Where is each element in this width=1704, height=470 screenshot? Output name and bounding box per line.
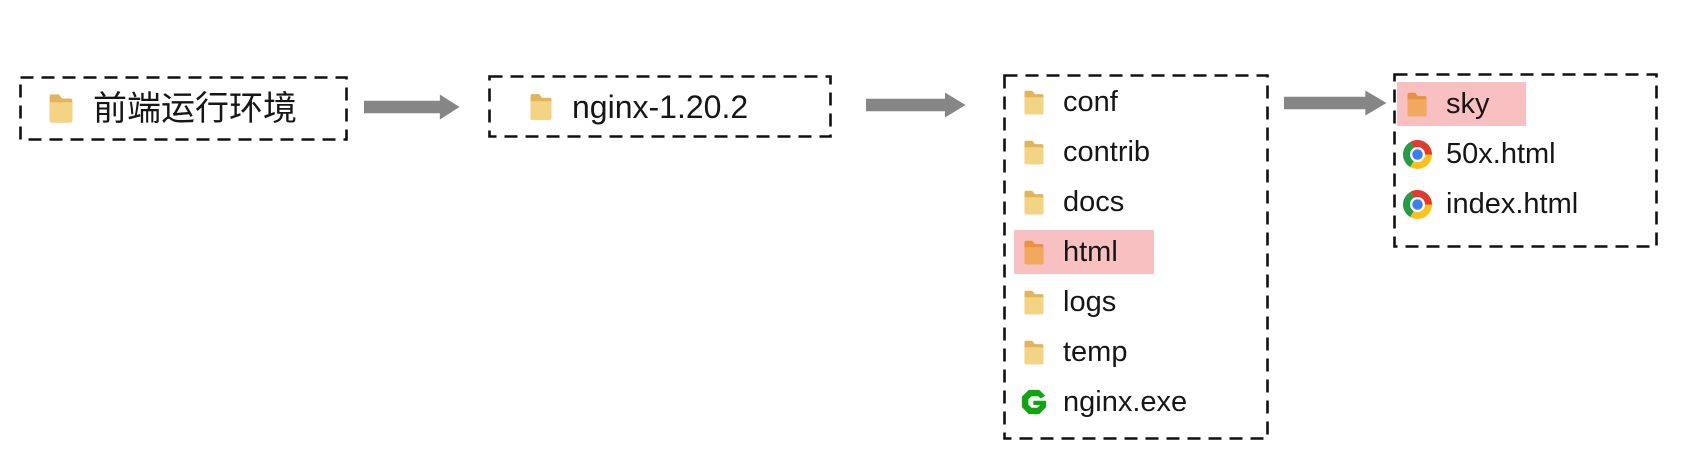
item-label: sky [1446, 87, 1490, 120]
folder-icon [1024, 140, 1044, 164]
item-label: 50x.html [1446, 137, 1556, 170]
item-icon-slot [1019, 387, 1049, 417]
html-contents-list: sky 50x.html index.html [1393, 73, 1658, 229]
arrow-right-icon [364, 94, 460, 120]
item-icon-slot [1019, 238, 1049, 267]
list-item: sky [1397, 79, 1658, 129]
item-highlight: temp [1014, 330, 1163, 374]
folder-icon-slot [526, 90, 556, 124]
arrow-right-icon [866, 92, 966, 118]
item-label: nginx.exe [1063, 385, 1188, 418]
folder-icon [1407, 92, 1427, 116]
node-frontend-env: 前端运行环境 [19, 76, 348, 141]
chrome-icon [1402, 139, 1432, 169]
item-highlight: 50x.html [1397, 132, 1592, 176]
item-highlight: conf [1014, 80, 1154, 124]
list-item: index.html [1402, 179, 1658, 229]
item-icon-slot [1402, 90, 1432, 119]
item-label: index.html [1446, 187, 1579, 220]
folder-icon [1024, 190, 1044, 214]
chrome-icon [1402, 189, 1432, 219]
item-icon-slot [1019, 88, 1049, 117]
item-label: logs [1063, 285, 1117, 318]
folder-icon [1024, 340, 1044, 364]
item-highlight: logs [1014, 280, 1152, 324]
item-icon-slot [1019, 188, 1049, 217]
folder-icon [1024, 90, 1044, 114]
item-icon-slot [1402, 139, 1432, 169]
nginx-icon [1021, 389, 1047, 415]
node-frontend-env-label: 前端运行环境 [93, 89, 297, 128]
list-item: 50x.html [1402, 129, 1658, 179]
item-highlight: nginx.exe [1014, 380, 1223, 424]
item-highlight: contrib [1014, 130, 1186, 174]
list-item: contrib [1019, 127, 1269, 177]
item-label: docs [1063, 185, 1125, 218]
folder-icon-slot [46, 91, 76, 126]
folder-icon [530, 93, 552, 120]
item-label: temp [1063, 335, 1128, 368]
folder-icon [1024, 240, 1044, 264]
dashed-border [19, 76, 348, 141]
list-item: nginx.exe [1019, 377, 1269, 427]
item-highlight: docs [1014, 180, 1160, 224]
node-nginx-dir-label: nginx-1.20.2 [572, 88, 749, 125]
node-html-contents: sky 50x.html index.html [1393, 73, 1658, 248]
list-item: html [1014, 227, 1269, 277]
item-highlight: html [1014, 230, 1154, 274]
list-item: temp [1019, 327, 1269, 377]
item-highlight: sky [1397, 82, 1526, 126]
item-icon-slot [1402, 189, 1432, 219]
item-label: contrib [1063, 135, 1151, 168]
node-nginx-contents: conf contrib docs html [1003, 74, 1269, 440]
list-item: docs [1019, 177, 1269, 227]
folder-icon [1024, 290, 1044, 314]
folder-icon [49, 94, 73, 123]
dashed-border [488, 75, 832, 138]
node-nginx-dir: nginx-1.20.2 [488, 75, 832, 138]
dashed-border [1393, 73, 1658, 248]
item-label: conf [1063, 85, 1118, 118]
item-label: html [1063, 235, 1118, 268]
dashed-border [1003, 74, 1269, 440]
arrow-right-icon [1284, 90, 1387, 116]
list-item: conf [1019, 77, 1269, 127]
item-icon-slot [1019, 138, 1049, 167]
item-highlight: index.html [1397, 182, 1614, 226]
item-icon-slot [1019, 288, 1049, 317]
nginx-contents-list: conf contrib docs html [1003, 74, 1269, 427]
item-icon-slot [1019, 338, 1049, 367]
list-item: logs [1019, 277, 1269, 327]
